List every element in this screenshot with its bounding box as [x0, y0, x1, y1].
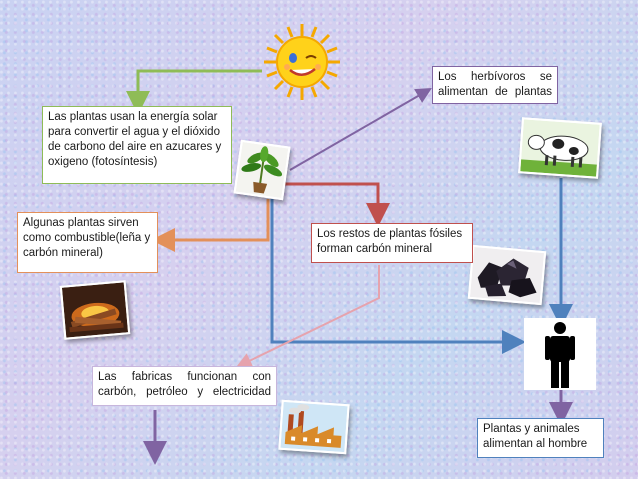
arrow-fossil-to-factories [235, 265, 380, 368]
arrow-sun-to-plants [126, 69, 262, 115]
plants-photosynthesis-box: Las plantas usan la energía solar para c… [42, 106, 232, 184]
arrow-plant-to-human [270, 199, 526, 354]
arrow-plant-to-fuel [151, 199, 270, 252]
fossil-coal-box: Los restos de plantas fósiles forman car… [311, 223, 473, 263]
herbivores-text: Los herbívoros se alimentan de plantas [438, 71, 552, 98]
arrow-plant-to-herbivores [289, 87, 432, 171]
fossil-coal-text: Los restos de plantas fósiles forman car… [317, 228, 463, 255]
factories-box: Las fabricas funcionan con carbón, petró… [92, 366, 277, 406]
firewood-icon [59, 280, 131, 340]
humans-food-box: Plantas y animales alimentan al hombre [477, 418, 604, 458]
person-icon [524, 318, 596, 390]
plants-fuel-box: Algunas plantas sirven como combustible(… [17, 212, 158, 273]
factory-icon [278, 399, 350, 455]
factories-text: Las fabricas funcionan con carbón, petró… [98, 371, 271, 398]
arrow-plant-to-fossil [285, 182, 390, 227]
sun-icon [262, 22, 342, 102]
plants-fuel-text: Algunas plantas sirven como combustible(… [23, 217, 151, 259]
cow-icon [518, 117, 602, 179]
plant-icon [233, 139, 291, 201]
herbivores-box: Los herbívoros se alimentan de plantas [432, 66, 558, 104]
plants-photosynthesis-text: Las plantas usan la energía solar para c… [48, 111, 222, 168]
humans-food-text: Plantas y animales alimentan al hombre [483, 423, 588, 450]
coal-icon [467, 244, 547, 306]
